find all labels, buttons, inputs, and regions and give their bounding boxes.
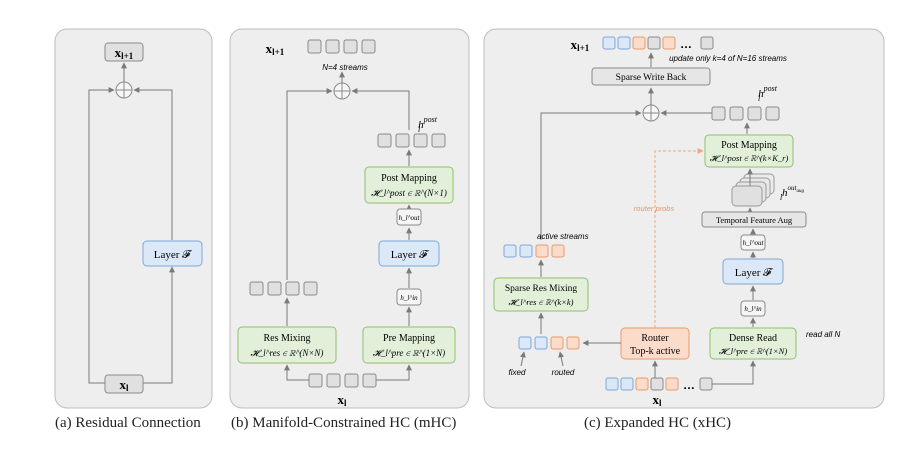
panel-b-hin-box [396,288,422,306]
panel-c-output-streams [602,36,714,50]
panel-c-dense-read-box [709,327,797,360]
panel-b-res-mixing: Res Mixing [264,333,311,344]
panel-a-background [54,28,213,409]
panel-c-caption: (c) Expanded HC (xHC) [584,415,732,431]
panel-c-hin: h_l^in [744,305,762,313]
panel-c-sparse-res-box [493,277,589,312]
panel-c-temporal-box [701,211,807,228]
panel-a-layer-label: Layer 𝓕 [154,249,192,261]
panel-b-layer-label: Layer 𝓕 [391,249,429,261]
panel-c-hin-box [740,300,766,317]
panel-a-bottom-var: xl [119,377,129,393]
panel-c-sparse-write-box [591,67,711,86]
panel-c-layer-label: Layer 𝓕 [735,267,773,279]
panel-b-post-streams [377,133,446,148]
panel-b-post-mapping: Post Mapping [381,173,437,184]
panel-c-update-note: update only k=4 of N=16 streams [669,54,787,63]
panel-c-selected-streams [518,336,580,350]
panel-c-sparse-res: Sparse Res Mixing [505,284,578,294]
panel-b-pre-mapping: Pre Mapping [383,333,435,344]
panel-a-layer-box [142,240,203,267]
panel-b-input-streams [308,373,377,388]
panel-c-hout-box [740,234,766,251]
panel-c-routed-label: routed [552,368,575,377]
panel-b-layer-box [378,240,440,267]
panel-c-fixed-label: fixed [509,368,526,377]
panel-b-post-formula: 𝓗_l^post ∈ ℝ^(N×1) [371,188,447,198]
panel-c-bottom-ellipsis: … [683,378,695,392]
panel-b-bottom-var: xl [337,392,347,408]
panel-c-sparse-res-formula: 𝓗_l^res ∈ ℝ^(k×k) [508,297,573,307]
panel-b-streams-note: N=4 streams [322,63,368,72]
panel-b-hout: h_l^out [399,214,421,222]
panel-c-read-all: read all N [806,330,840,339]
panel-c-router-line1: Router [641,333,669,344]
panel-c-router-line2: Top-k active [630,346,681,357]
panel-c-bottom-var: xl [652,392,662,408]
panel-c-dense-read: Dense Read [729,333,777,344]
panel-a-caption: (a) Residual Connection [55,415,201,431]
panel-b-caption: (b) Manifold-Constrained HC (mHC) [231,415,457,431]
panel-b-res-mixing-box [237,326,337,364]
panel-c-background [483,28,885,409]
panel-b-res-streams [249,281,318,296]
panel-c-top-ellipsis: … [680,37,692,51]
panel-b-hin: h_l^in [400,294,418,302]
panel-b-pre-formula: 𝓗_l^pre ∈ ℝ^(1×N) [373,348,445,358]
panel-a-bottom-var-box [104,374,144,394]
panel-c-active-note: active streams [537,232,589,241]
panel-c-dense-formula: 𝓗_l^pre ∈ ℝ^(1×N) [719,346,788,356]
panel-c-post-mapping: Post Mapping [721,140,777,151]
panel-c-router-probs: router probs [634,204,675,213]
panel-c-sparse-write: Sparse Write Back [616,73,687,83]
panel-c-temporal: Temporal Feature Aug [716,215,793,225]
panel-a-top-var-box [104,42,144,62]
panel-c-active-streams [503,244,565,258]
panel-c-layer-box [722,258,784,285]
panel-b-output-streams [307,39,376,54]
panel-b-post-mapping-box [364,166,454,204]
panel-c-aug-stack [731,173,775,207]
panel-c-post-mapping-box [704,134,794,168]
panel-b-pre-mapping-box [362,326,456,364]
panel-c-post-formula: 𝓗_l^post ∈ ℝ^(k×K_r) [710,153,789,163]
panel-c-input-streams [605,377,713,391]
panel-b-res-formula: 𝓗_l^res ∈ ℝ^(N×N) [251,348,324,358]
panel-c-hout: h_l^out [743,239,765,247]
panel-b-hout-box [396,208,422,226]
